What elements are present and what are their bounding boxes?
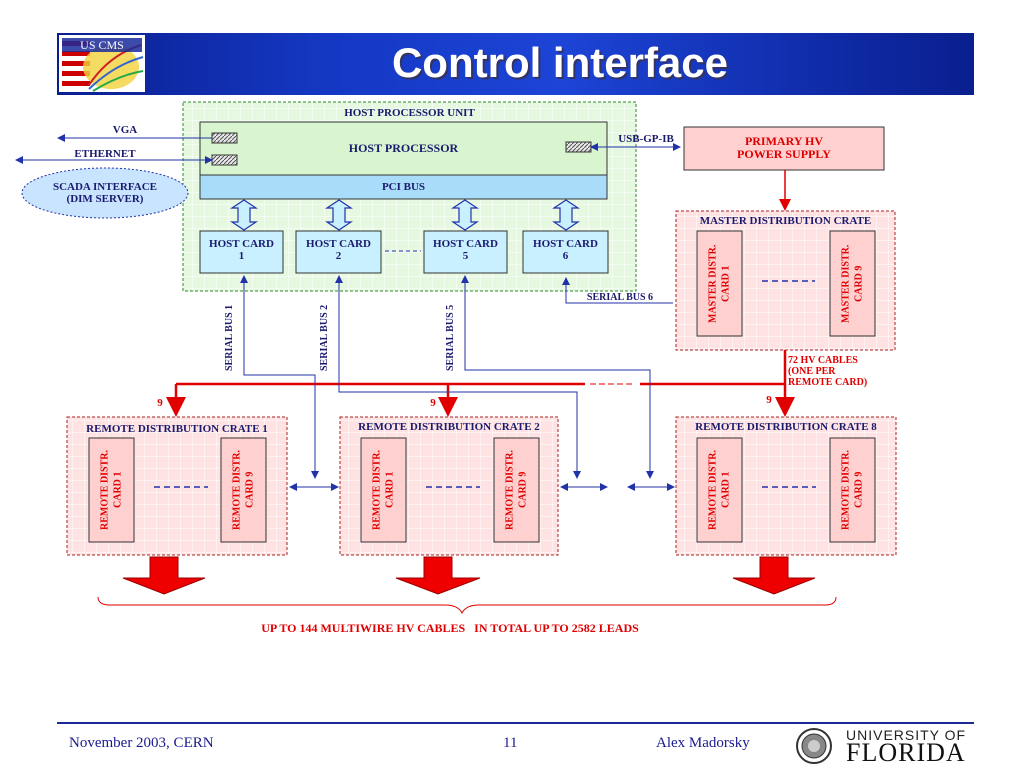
remote2-card-1-label: REMOTE DISTR. CARD 1 [371, 450, 396, 531]
primary-hv-box [683, 126, 885, 171]
output-brace [97, 596, 837, 615]
host-card-5-line1: HOST CARD [433, 238, 498, 250]
scada-line2: (DIM SERVER) [66, 193, 144, 205]
host-card-2-line1: HOST CARD [306, 238, 371, 250]
host-card-2-line2: 2 [335, 250, 342, 262]
primary-hv-line2: POWER SUPPLY [737, 147, 831, 161]
uf-line2: FLORIDA [846, 738, 966, 767]
remote1-card-1-label: REMOTE DISTR. CARD 1 [99, 450, 124, 531]
master-crate-title: MASTER DISTRIBUTION CRATE [699, 215, 872, 227]
host-card-1-line2: 1 [238, 250, 245, 262]
footer-page-number: 11 [503, 735, 518, 751]
remote8-card-9-label: REMOTE DISTR. CARD 9 [840, 450, 865, 531]
master-card-1-label: MASTER DISTR. CARD 1 [707, 244, 732, 323]
usb-label: USB-GP-IB [618, 133, 674, 145]
host-card-6-box [522, 230, 609, 274]
remote-crate-1-title: REMOTE DISTRIBUTION CRATE 1 [86, 423, 268, 435]
serial-bus-1-label: SERIAL BUS 1 [224, 304, 235, 372]
master-card-1-box [696, 230, 743, 337]
nine-label-3: 9 [766, 394, 772, 406]
ethernet-connector [211, 154, 238, 166]
remote8-card-9-box [829, 437, 876, 543]
scada-line1: SCADA INTERFACE [52, 181, 157, 193]
host-processor-label: HOST PROCESSOR [348, 141, 459, 155]
vga-label: VGA [112, 124, 138, 136]
pci-bus-box [199, 174, 608, 200]
footer-date: November 2003, CERN [69, 735, 214, 751]
host-unit-title: HOST PROCESSOR UNIT [344, 107, 475, 119]
uf-seal-logo [796, 728, 832, 764]
logo-text: US CMS [80, 38, 124, 52]
serial-bus-5-label: SERIAL BUS 5 [445, 304, 456, 372]
footer-author: Alex Madorsky [656, 735, 750, 751]
host-card-6-line1: HOST CARD [533, 238, 598, 250]
master-card-9-box [829, 230, 876, 337]
remote2-card-9-label: REMOTE DISTR. CARD 9 [504, 450, 529, 531]
control-interface-diagram [15, 101, 897, 615]
host-card-6-line2: 6 [562, 250, 569, 262]
uf-line1: UNIVERSITY OF [846, 727, 967, 743]
serial-bus-1-line [240, 275, 319, 479]
nine-label-1: 9 [157, 397, 163, 409]
remote2-card-1-box [360, 437, 407, 543]
remote-crate-8-title: REMOTE DISTRIBUTION CRATE 8 [695, 421, 877, 433]
serial-bus-6-label: SERIAL BUS 6 [586, 292, 654, 303]
pci-card5-arrow [451, 199, 479, 231]
slide-title: Control interface [391, 39, 729, 86]
serial-bus-5-line [461, 275, 654, 479]
remote1-card-9-box [220, 437, 267, 543]
host-card-5-box [423, 230, 508, 274]
uscms-logo: US CMS [59, 35, 145, 92]
remote1-card-9-label: REMOTE DISTR. CARD 9 [231, 450, 256, 531]
serial-bus-2-label: SERIAL BUS 2 [319, 304, 330, 372]
hv-cables-line2: (ONE PER [788, 366, 836, 377]
hv-cables-line1: 72 HV CABLES [788, 355, 858, 366]
host-card-1-box [199, 230, 284, 274]
master-card-9-label: MASTER DISTR. CARD 9 [840, 244, 865, 323]
ethernet-label: ETHERNET [74, 148, 136, 160]
host-card-1-line1: HOST CARD [209, 238, 274, 250]
remote1-card-1-box [88, 437, 135, 543]
pci-card2-arrow [325, 199, 353, 231]
scada-label: SCADA INTERFACE(DIM SERVER) [25, 181, 185, 205]
pci-bus-label: PCI BUS [381, 181, 426, 193]
hv-cables-line3: REMOTE CARD) [788, 377, 868, 388]
primary-hv-line1: PRIMARY HV [744, 134, 824, 148]
remote2-card-9-box [493, 437, 540, 543]
nine-label-2: 9 [430, 397, 436, 409]
remote8-card-1-box [696, 437, 743, 543]
scada-ellipse [21, 167, 189, 219]
title-bar [57, 33, 974, 95]
pci-card1-arrow [230, 199, 258, 231]
bottom-note: UP TO 144 MULTIWIRE HV CABLES IN TOTAL U… [261, 621, 639, 635]
output-arrow-crate-1 [122, 556, 206, 595]
output-arrow-crate-8 [732, 556, 816, 595]
remote8-card-1-label: REMOTE DISTR. CARD 1 [707, 450, 732, 531]
host-card-2-box [295, 230, 382, 274]
footer-divider [57, 722, 974, 724]
remote-crate-2-title: REMOTE DISTRIBUTION CRATE 2 [358, 421, 540, 433]
pci-card6-arrow [552, 199, 580, 231]
host-card-5-line2: 5 [462, 250, 469, 262]
uscms-logo-graphic: US CMS [59, 35, 145, 92]
output-arrow-crate-2 [395, 556, 481, 595]
